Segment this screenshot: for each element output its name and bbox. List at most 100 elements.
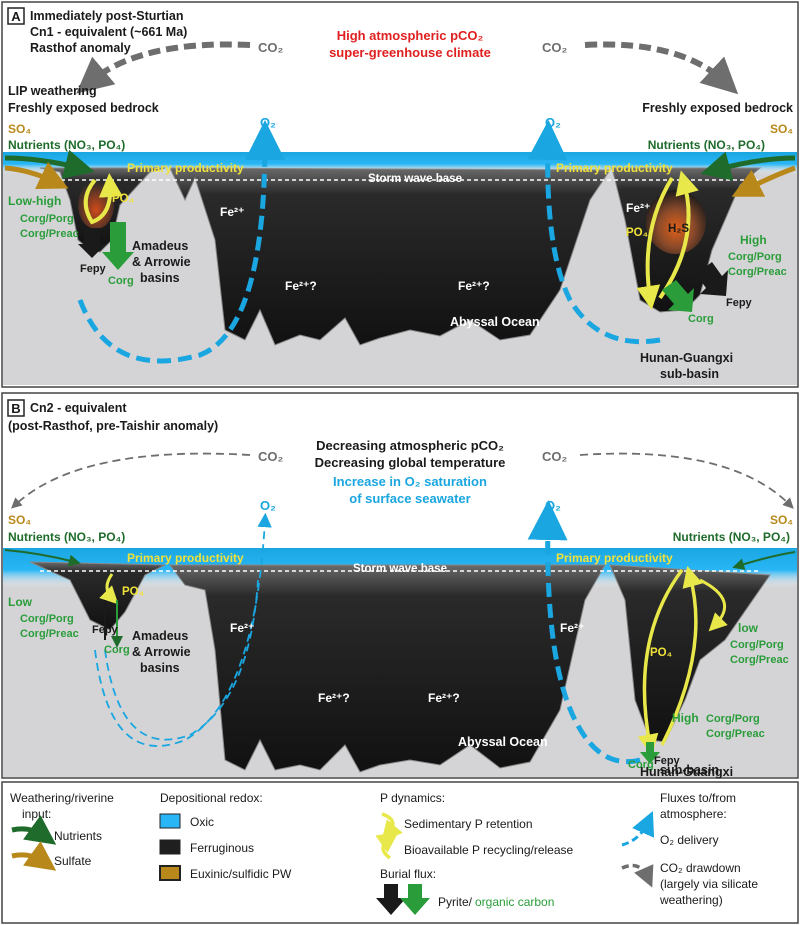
lip-label-1-a: LIP weathering (8, 84, 97, 98)
ratio-right-2-a: Corg/Preac (728, 266, 787, 278)
fepy-left-label-b: Fepy (92, 624, 119, 636)
panel-a-title-3: Rasthof anomaly (30, 41, 131, 55)
panel-b-climate-3: Increase in O₂ saturation (333, 474, 487, 489)
ratio-right-2-low-b: Corg/Preac (730, 654, 789, 666)
hunan-1-b: Hunan-Guangxi (640, 765, 733, 779)
legend: Weathering/riverine input: Nutrients Sul… (1, 781, 799, 924)
basin-left-3-a: basins (140, 271, 180, 285)
co2-right-label-b: CO₂ (542, 449, 568, 464)
legend-organic: organic carbon (475, 895, 554, 909)
pp-right-label-a: Primary productivity (556, 161, 673, 175)
corg-burial-left-a (102, 222, 134, 270)
panel-b: B Cn2 - equivalent (post-Rasthof, pre-Ta… (1, 392, 799, 779)
legend-nutrients-arrow (11, 815, 57, 845)
basin-left-1-a: Amadeus (132, 239, 188, 253)
legend-ferruginous: Ferruginous (190, 841, 254, 855)
so4-right-label-b: SO₄ (770, 513, 793, 527)
o2-loop-right-a (527, 120, 661, 345)
legend-nutrients: Nutrients (54, 829, 102, 843)
ratio-left-1-b: Corg/Porg (20, 613, 74, 625)
legend-p-title: P dynamics: (380, 791, 445, 805)
sulfate-arrow-right-a (731, 165, 796, 197)
ratio-right-2-high-b: Corg/Preac (706, 728, 765, 740)
legend-co2-arrow (621, 863, 654, 888)
panel-a-title-2: Cn1 - equivalent (~661 Ma) (30, 25, 187, 39)
legend-sulfate: Sulfate (54, 854, 92, 868)
po4-right-label-a: PO₄ (626, 227, 648, 239)
fe-2-label-a: Fe²⁺? (285, 279, 317, 293)
panel-b-climate-1: Decreasing atmospheric pCO₂ (316, 438, 504, 453)
p-recycling-right-a-2 (658, 170, 699, 300)
corg-right-label-b: Corg (628, 759, 654, 771)
ratio-right-low-b: low (738, 621, 759, 635)
hunan-2-a: sub-basin (660, 367, 719, 381)
o2-loop-left-a (77, 120, 285, 364)
ratio-right-1-a: Corg/Porg (728, 251, 782, 263)
nutrients-right-label-b: Nutrients (NO₃, PO₄) (673, 530, 790, 544)
o2-loop-left-b-2 (104, 579, 259, 741)
nutrients-arrow-left-b (4, 549, 81, 567)
p-recycling-left-a (83, 173, 123, 225)
panel-a-letter: A (11, 9, 21, 24)
co2-arrow-right-a (584, 41, 739, 95)
legend-pyrite-arrow (376, 884, 406, 915)
legend-p-recycling-arrow (375, 831, 399, 860)
legend-weathering-title-1: Weathering/riverine (10, 791, 114, 805)
ratio-right-head-a: High (740, 233, 767, 247)
pyrite-burial-right-a (696, 262, 728, 296)
ratio-left-2-b: Corg/Preac (20, 628, 79, 640)
legend-o2-delivery: O₂ delivery (660, 833, 719, 847)
legend-corg-arrow (400, 884, 430, 915)
fe-3-label-b: Fe²⁺? (428, 691, 460, 705)
nutrients-arrow-left-a (4, 149, 95, 179)
basin-left-2-b: & Arrowie (132, 645, 191, 659)
panel-b-title-2: (post-Rasthof, pre-Taishir anomaly) (8, 419, 218, 433)
legend-weathering-title-2: input: (22, 807, 51, 821)
hunan-2-b: sub-basin (660, 763, 719, 777)
nutrients-left-label-a: Nutrients (NO₃, PO₄) (8, 138, 125, 152)
fe-right-label-b: Fe²⁺ (560, 621, 584, 635)
legend-co2-1: CO₂ drawdown (660, 861, 741, 875)
so4-right-label-a: SO₄ (770, 122, 793, 136)
o2-left-label-b: O₂ (260, 498, 276, 513)
co2-left-label-a: CO₂ (258, 40, 284, 55)
ratio-right-1-low-b: Corg/Porg (730, 639, 784, 651)
fepy-right-label-b: Fepy (654, 755, 681, 767)
ratio-left-head-b: Low (8, 595, 33, 609)
o2-loop-right-b (527, 500, 641, 765)
nutrients-arrow-right-a (700, 151, 796, 181)
panel-a: A Immediately post-Sturtian Cn1 - equiva… (1, 1, 799, 388)
fepy-left-label-a: Fepy (80, 263, 107, 275)
ratio-right-1-high-b: Corg/Porg (706, 713, 760, 725)
euxinic-zone-a (646, 190, 706, 254)
h2s-label-a: H₂S (668, 223, 689, 235)
abyssal-ocean-b (169, 564, 606, 773)
corg-right-label-a: Corg (688, 313, 714, 325)
panel-a-climate-1: High atmospheric pCO₂ (337, 28, 484, 43)
corg-left-label-b: Corg (104, 644, 130, 656)
o2-right-label-a: O₂ (545, 115, 561, 130)
corg-burial-right-a (662, 280, 694, 312)
p-recycling-right-a-1 (636, 176, 674, 310)
co2-arrow-left-b (11, 452, 251, 509)
corg-burial-right-b (640, 742, 660, 764)
legend-co2-2: (largely via silicate (660, 877, 758, 891)
pp-right-label-b: Primary productivity (556, 551, 673, 565)
legend-ferruginous-swatch (159, 839, 181, 855)
pp-left-label-a: Primary productivity (127, 161, 244, 175)
panel-a-letter-box (7, 7, 25, 25)
legend-flux-title-1: Fluxes to/from (660, 791, 736, 805)
legend-co2-3: weathering) (659, 893, 723, 907)
abyssal-label-b: Abyssal Ocean (458, 735, 548, 749)
legend-oxic-swatch (159, 813, 181, 829)
so4-left-label-b: SO₄ (8, 513, 31, 527)
panel-b-letter: B (11, 401, 20, 416)
sulfate-arrow-left-a (4, 161, 69, 190)
co2-right-label-a: CO₂ (542, 40, 568, 55)
fe-1-label-b: Fe²⁺ (230, 621, 254, 635)
fe-right-label-a: Fe²⁺ (626, 201, 650, 215)
fe-1-label-a: Fe²⁺ (220, 205, 244, 219)
hunan-1-a: Hunan-Guangxi (640, 351, 733, 365)
p-recycling-right-b-1 (637, 568, 684, 756)
